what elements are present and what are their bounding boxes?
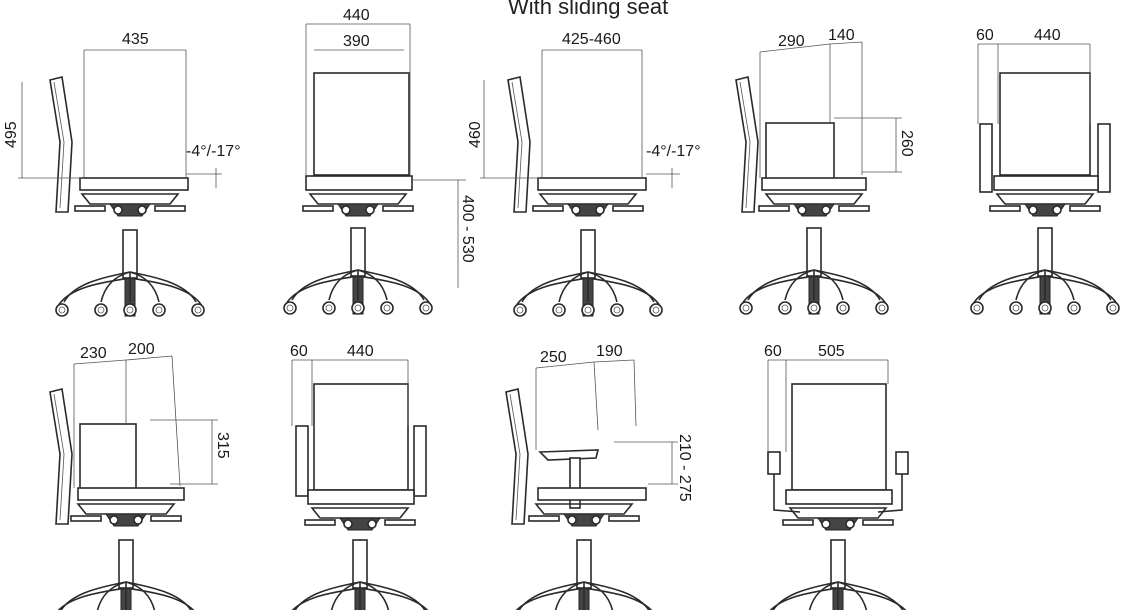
dim-190: 190 — [596, 343, 623, 360]
dim-200: 200 — [128, 341, 155, 358]
dim-seat-height: 400 - 530 — [459, 195, 476, 263]
dim-250: 250 — [540, 349, 567, 366]
dim-height-495: 495 — [3, 121, 20, 148]
dim-height-460: 460 — [467, 121, 484, 148]
side-view-3: 425-460 460 -4°/-17° — [467, 31, 701, 317]
front-view-2: 440 390 400 - 530 — [283, 7, 476, 315]
dim-tilt: -4°/-17° — [186, 143, 241, 160]
dim-440-b: 440 — [347, 343, 374, 360]
dim-290: 290 — [778, 33, 805, 50]
side-view-1: 435 495 -4°/-17° — [3, 31, 241, 317]
dim-140: 140 — [828, 27, 855, 44]
dim-arm-60-c: 60 — [764, 343, 782, 360]
dim-230: 230 — [80, 345, 107, 362]
dim-arm-60: 60 — [976, 27, 994, 44]
dim-arm-60-b: 60 — [290, 343, 308, 360]
dim-210-275: 210 - 275 — [676, 434, 693, 502]
side-view-4: 290 140 260 — [735, 27, 915, 315]
side-view-8: 250 190 210 - 275 — [505, 343, 693, 610]
dim-tilt-2: -4°/-17° — [646, 143, 701, 160]
dim-inner-390: 390 — [343, 33, 370, 50]
dim-440: 440 — [1034, 27, 1061, 44]
dim-width-range: 425-460 — [562, 31, 621, 48]
front-view-5: 60 440 — [970, 27, 1120, 315]
front-view-9: 60 505 — [763, 343, 913, 610]
dim-315: 315 — [214, 432, 231, 459]
dim-260: 260 — [898, 130, 915, 157]
dim-outer-440: 440 — [343, 7, 370, 24]
drawing-title: With sliding seat — [508, 0, 669, 19]
dim-width-435: 435 — [122, 31, 149, 48]
dim-505: 505 — [818, 343, 845, 360]
front-view-7: 60 440 — [285, 343, 435, 610]
side-view-6: 230 200 315 — [49, 341, 231, 610]
